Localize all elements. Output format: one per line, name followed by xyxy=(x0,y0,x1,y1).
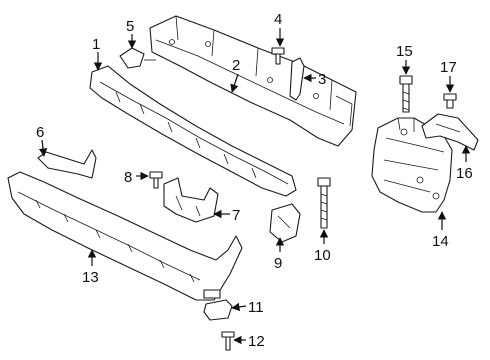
part-14-bracket-assembly xyxy=(371,117,453,213)
callout-8: 8 xyxy=(124,169,132,186)
part-11-pad xyxy=(203,299,233,321)
part-10-long-bolt xyxy=(317,177,331,229)
leader-11 xyxy=(231,302,247,312)
callout-12: 12 xyxy=(248,333,265,350)
part-8-bolt xyxy=(149,171,163,189)
callout-14: 14 xyxy=(432,233,449,250)
part-17-bolt xyxy=(443,93,457,109)
part-16-deflector xyxy=(421,113,479,151)
part-13-lower-deflector xyxy=(7,171,243,301)
part-3-bracket xyxy=(289,57,305,101)
callout-2: 2 xyxy=(232,57,240,74)
leader-6 xyxy=(38,139,48,157)
leader-lines xyxy=(38,28,471,345)
part-7-support-bracket xyxy=(163,177,219,223)
part-1-impact-absorber xyxy=(89,65,297,197)
callout-5: 5 xyxy=(126,18,134,35)
part-15-bolt xyxy=(399,75,413,113)
callout-17: 17 xyxy=(440,59,457,76)
callout-7: 7 xyxy=(232,207,240,224)
callout-labels: 1 2 3 4 5 6 7 8 9 10 11 12 13 14 15 16 1… xyxy=(36,11,473,350)
callout-16: 16 xyxy=(456,165,473,182)
callout-11: 11 xyxy=(248,299,264,316)
part-5-clip xyxy=(119,47,156,69)
callout-9: 9 xyxy=(274,255,282,272)
part-4-bolt xyxy=(271,47,285,65)
callout-6: 6 xyxy=(36,124,44,141)
part-12-push-pin xyxy=(221,331,235,351)
part-2-reinforcement-beam xyxy=(149,15,357,147)
callout-3: 3 xyxy=(318,71,326,88)
callout-10: 10 xyxy=(314,247,331,264)
callout-4: 4 xyxy=(274,11,282,28)
part-9-side-bracket xyxy=(269,203,301,243)
leader-2 xyxy=(230,73,239,93)
part-6-lower-bracket xyxy=(37,149,97,179)
callout-1: 1 xyxy=(92,36,100,53)
callout-13: 13 xyxy=(82,269,99,286)
callout-15: 15 xyxy=(396,43,413,60)
